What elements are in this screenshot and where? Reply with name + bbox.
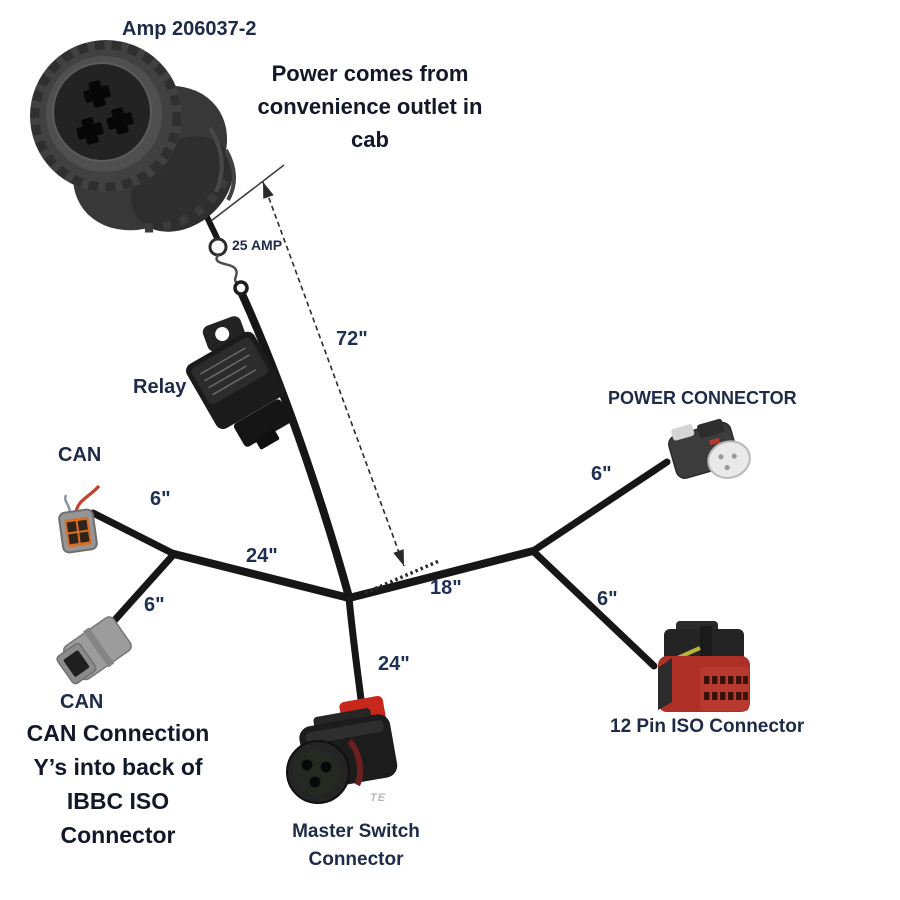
power-source-note: Power comes from convenience outlet in c…: [257, 61, 483, 152]
dimension-24-left: 24": [246, 545, 278, 567]
master-switch-label-line: Master Switch: [292, 821, 420, 842]
can-note-line: Y’s into back of: [33, 754, 203, 780]
fuse-holder-icon: [208, 237, 249, 296]
iso-12pin-connector-image: [658, 621, 750, 712]
key-slot: [76, 117, 104, 145]
relay-image: [186, 316, 292, 450]
key-slot: [83, 80, 111, 108]
harness-cables: [89, 189, 671, 711]
can-note-line: Connector: [60, 822, 176, 848]
dimension-24-master: 24": [378, 653, 410, 675]
master-switch-label: Master Switch Connector: [288, 818, 424, 874]
dimension-6-left-lower: 6": [144, 594, 165, 616]
can-connection-note: CAN Connection Y’s into back of IBBC ISO…: [6, 716, 230, 852]
dimension-18: 18": [430, 577, 462, 599]
relay-label: Relay: [133, 376, 187, 398]
dimension-72: 72": [336, 328, 368, 350]
can-note-line: CAN Connection: [26, 720, 210, 746]
dimension-6-left-upper: 6": [150, 488, 171, 510]
dimension-6-right-upper: 6": [591, 463, 612, 485]
amp-connector-image: [30, 40, 236, 233]
master-switch-label-line: Connector: [308, 849, 404, 870]
key-slot: [106, 107, 134, 135]
can-label-top: CAN: [58, 444, 102, 466]
amp-part-number-label: Amp 206037-2: [122, 18, 257, 40]
power-connector-label: POWER CONNECTOR: [608, 388, 797, 408]
master-switch-connector-image: [286, 695, 398, 804]
can-note-line: IBBC ISO: [66, 788, 170, 814]
can-connector-orange-image: [58, 484, 101, 554]
dimension-72-arrow: [210, 164, 440, 595]
fuse-rating-label: 25 AMP: [232, 237, 283, 253]
te-watermark: TE: [370, 792, 387, 804]
can-connector-gray-image: [56, 616, 132, 685]
iso-connector-label: 12 Pin ISO Connector: [610, 716, 805, 737]
power-connector-image: [668, 418, 751, 479]
dimension-6-right-lower: 6": [597, 588, 618, 610]
can-label-bottom: CAN: [60, 691, 104, 713]
